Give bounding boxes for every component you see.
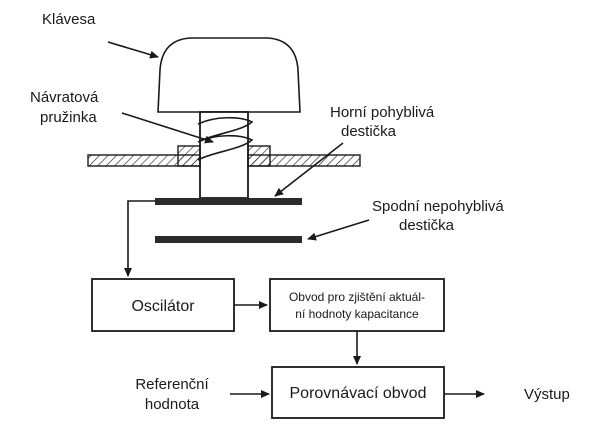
arrow-key bbox=[107, 41, 159, 59]
key-stem bbox=[199, 111, 249, 199]
capacitance-label-line1: Obvod pro zjištění aktuál- bbox=[289, 290, 425, 304]
oscillator-label: Oscilátor bbox=[131, 298, 195, 315]
label-lower-plate-line2: destička bbox=[399, 217, 455, 234]
label-reference-line1: Referenční bbox=[135, 376, 209, 393]
arrow-upper-plate bbox=[274, 142, 344, 197]
oscillator-box bbox=[91, 278, 235, 332]
return-spring bbox=[197, 116, 254, 161]
guide-right bbox=[247, 145, 271, 167]
label-upper-plate-line1: Horní pohyblivá bbox=[330, 104, 435, 121]
arrow-lower-plate bbox=[307, 219, 370, 241]
label-spring-line1: Návratová bbox=[30, 89, 99, 106]
connector-plate-to-oscillator bbox=[124, 200, 155, 277]
upper-movable-plate bbox=[155, 198, 302, 205]
comparator-label: Porovnávací obvod bbox=[290, 385, 427, 402]
label-spring-line2: pružinka bbox=[40, 109, 97, 126]
label-upper-plate-line2: destička bbox=[341, 123, 397, 140]
arrow-spring bbox=[121, 112, 214, 144]
key-cap bbox=[157, 37, 301, 113]
capacitance-box bbox=[269, 278, 445, 332]
label-lower-plate-line1: Spodní nepohyblivá bbox=[372, 198, 504, 215]
guide-left bbox=[177, 145, 201, 167]
label-output: Výstup bbox=[524, 386, 570, 403]
comparator-box bbox=[271, 366, 445, 419]
capacitance-label-line2: ní hodnoty kapacitance bbox=[295, 307, 419, 321]
lower-fixed-plate bbox=[155, 236, 302, 243]
label-key: Klávesa bbox=[42, 11, 96, 28]
label-reference-line2: hodnota bbox=[145, 396, 200, 413]
